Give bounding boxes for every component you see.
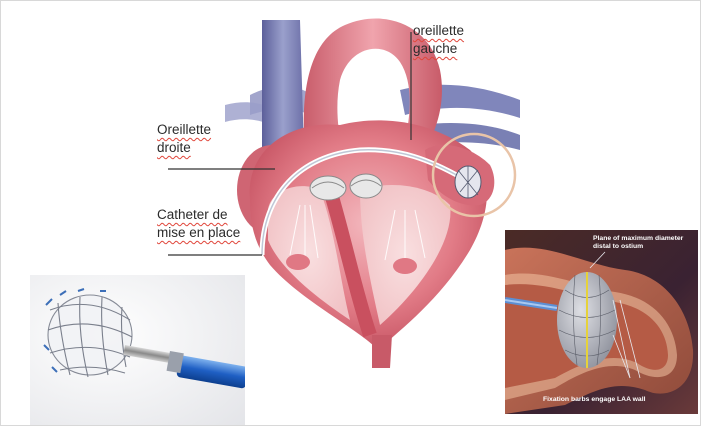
- device-photo-image: [30, 275, 245, 425]
- device-photo: [30, 275, 245, 425]
- inset-barbs-label: Fixation barbs engage LAA wall: [543, 396, 645, 404]
- laa-inset-photo: Plane of maximum diameter distal to osti…: [505, 230, 698, 414]
- label-catheter: Catheter de mise en place: [157, 206, 240, 242]
- label-oreillette-droite: Oreillette droite: [157, 121, 211, 157]
- label-oreillette-gauche: oreillette gauche: [413, 22, 464, 58]
- laa-inset-image: [505, 230, 698, 414]
- occluder-device: [455, 166, 481, 198]
- inferior-vena-cava: [372, 335, 392, 368]
- inset-plane-label: Plane of maximum diameter distal to osti…: [593, 235, 683, 251]
